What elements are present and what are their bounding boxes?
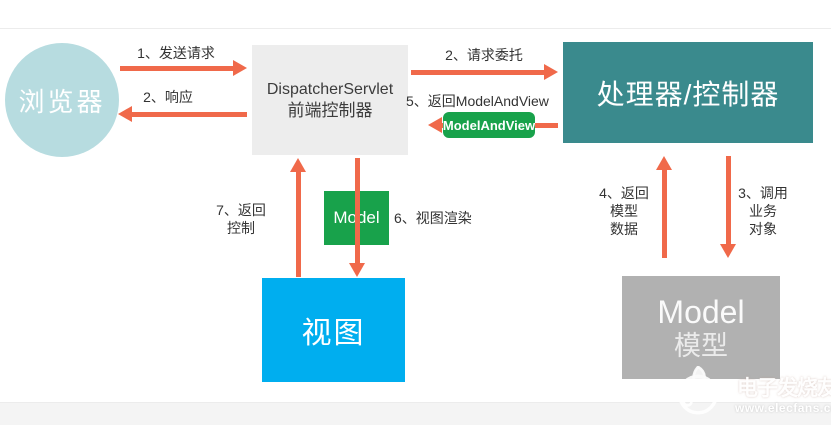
model-store-subtitle: 模型: [674, 330, 728, 361]
arrow-head-right-icon: [544, 64, 558, 80]
arrow-shaft: [411, 70, 547, 75]
arrow-return-model-data: [656, 156, 672, 258]
label-line: 数据: [610, 221, 638, 237]
arrow-call-business: [720, 156, 736, 258]
arrow-render-view: [349, 158, 365, 277]
label-return-model-data: 4、返回 模型 数据: [597, 184, 651, 238]
dispatcher-subtitle: 前端控制器: [287, 100, 373, 120]
label-line: 4、返回: [599, 185, 649, 201]
arrow-send-request: [120, 60, 247, 76]
elecfans-logo-icon: [678, 366, 718, 415]
label-return-control: 7、返回 控制: [212, 201, 270, 237]
dispatcher-servlet-node: DispatcherServlet 前端控制器: [252, 45, 408, 155]
browser-node: 浏览器: [5, 43, 119, 157]
label-response: 2、响应: [143, 89, 193, 105]
arrow-head-up-icon: [656, 156, 672, 170]
arrow-response: [118, 106, 247, 122]
dispatcher-title: DispatcherServlet: [266, 80, 394, 98]
label-delegate-request: 2、请求委托: [445, 47, 523, 63]
label-render-view: 6、视图渲染: [394, 210, 472, 226]
arrow-delegate-request: [411, 64, 558, 80]
view-node: 视图: [262, 278, 405, 382]
model-store-node: Model 模型: [622, 276, 780, 379]
label-line: 业务: [749, 203, 777, 219]
handler-controller-label: 处理器/控制器: [596, 78, 780, 110]
label-line: 对象: [749, 221, 777, 237]
top-divider-line: [0, 28, 831, 29]
arrow-shaft: [129, 112, 247, 117]
label-send-request: 1、发送请求: [137, 45, 215, 61]
watermark-url: www.elecfans.com: [735, 401, 831, 415]
label-line: 7、返回: [216, 202, 266, 218]
handler-controller-node: 处理器/控制器: [563, 42, 813, 143]
arrow-head-up-icon: [290, 158, 306, 172]
watermark-brand: 电子发烧友: [737, 377, 831, 400]
model-and-view-badge: ModelAndView: [443, 112, 535, 138]
model-store-title: Model: [657, 293, 745, 330]
label-line: 模型: [610, 203, 638, 219]
arrow-shaft: [120, 66, 236, 71]
label-line: 控制: [227, 220, 255, 236]
model-and-view-label: ModelAndView: [442, 117, 536, 133]
arrow-shaft: [355, 158, 360, 266]
browser-label: 浏览器: [18, 86, 106, 117]
arrow-head-right-icon: [233, 60, 247, 76]
arrow-head-down-icon: [720, 244, 736, 258]
arrow-return-control: [290, 158, 306, 277]
arrow-head-down-icon: [349, 263, 365, 277]
arrow-head-left-icon: [118, 106, 132, 122]
arrow-head-left-icon: [428, 117, 442, 133]
label-line: 3、调用: [738, 185, 788, 201]
label-return-model-and-view: 5、返回ModelAndView: [406, 93, 549, 109]
arrow-shaft: [662, 167, 667, 258]
bottom-strip: [0, 402, 831, 425]
view-label: 视图: [301, 317, 366, 350]
label-call-business: 3、调用 业务 对象: [735, 184, 791, 238]
arrow-shaft: [726, 156, 731, 247]
arrow-shaft: [296, 169, 301, 277]
